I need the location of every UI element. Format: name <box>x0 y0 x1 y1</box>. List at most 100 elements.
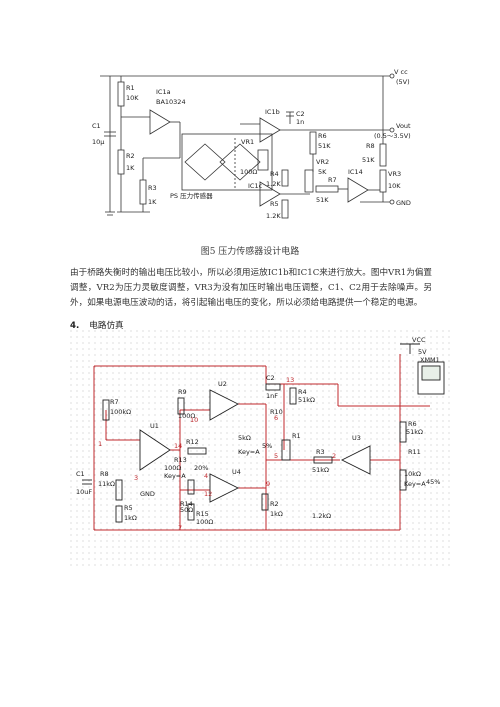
sim-label-c2: C2 <box>266 374 275 382</box>
label-vout: Vout <box>396 122 411 130</box>
node-6: 6 <box>274 414 278 422</box>
label-r4-value: 1.2K <box>266 180 281 188</box>
section-title: 电路仿真 <box>89 321 124 331</box>
sim-label-r1: R1 <box>292 432 301 440</box>
sim-label-5pct: 5% <box>262 442 272 450</box>
node-9: 9 <box>266 480 270 488</box>
sim-label-key-a: Key=A <box>164 472 186 480</box>
label-vr2-value: 5K <box>318 168 327 176</box>
label-gnd: GND <box>396 199 411 207</box>
grid-background <box>70 330 454 566</box>
label-c1: C1 <box>92 122 101 130</box>
sim-label-r3-value: 51kΩ <box>312 466 329 474</box>
sim-label-r7: R7 <box>110 398 119 406</box>
label-vr1-value: 100Ω <box>240 168 257 176</box>
sim-label-vcc: VCC <box>412 336 426 344</box>
label-r3: R3 <box>148 184 157 192</box>
sim-label-r2: R2 <box>270 500 279 508</box>
sim-label-r15: R15 <box>196 510 209 518</box>
node-3: 3 <box>134 474 138 482</box>
sim-label-u2: U2 <box>218 380 227 388</box>
sim-label-r13: R13 <box>174 456 187 464</box>
label-r8-value: 51K <box>362 156 375 164</box>
label-r3-value: 1K <box>148 198 157 206</box>
label-c1-value: 10μ <box>92 138 104 146</box>
sim-label-r6-value: 51kΩ <box>406 428 423 436</box>
label-ic1c: IC1c <box>248 182 263 190</box>
sim-label-r8-value: 11kΩ <box>98 480 115 488</box>
sim-label-r14: R14 <box>180 500 193 508</box>
sim-label-c2-value: 1nF <box>266 392 278 400</box>
sim-label-c1: C1 <box>76 470 85 478</box>
sim-label-r4-value: 51kΩ <box>298 396 315 404</box>
sim-label-r5: R5 <box>124 504 133 512</box>
sim-label-r6: R6 <box>408 420 417 428</box>
node-10: 10 <box>190 416 198 424</box>
sim-label-r3: R3 <box>316 448 325 456</box>
sim-label-r4: R4 <box>298 388 307 396</box>
label-vcc: V cc <box>394 68 408 76</box>
label-r1: R1 <box>126 84 135 92</box>
node-14: 14 <box>174 442 182 450</box>
sim-label-u1: U1 <box>150 422 159 430</box>
pressure-sensor-schematic: V cc (5V) R1 10K IC1a BA10324 C1 10μ R2 … <box>92 68 411 220</box>
sim-label-r2-value: 1kΩ <box>270 510 283 518</box>
sim-label-r9: R9 <box>178 388 187 396</box>
sim-label-key-a-2: Key=A <box>238 448 260 456</box>
section-heading: 4. 电路仿真 <box>70 319 124 331</box>
simulation-schematic: VCC 5V XMM1 R7 100kΩ R8 11kΩ R5 1kΩ C1 1… <box>70 330 454 566</box>
label-r6: R6 <box>318 132 327 140</box>
sim-label-r7-value: 100kΩ <box>110 408 131 416</box>
sim-label-r13-value: 100Ω <box>164 464 181 472</box>
sim-label-r14-value: 50Ω <box>180 506 193 514</box>
node-12: 12 <box>204 490 212 498</box>
sim-label-45pct: 45% <box>426 478 440 486</box>
body-paragraph: 由于桥路失衡时的输出电压比较小，所以必须用运放IC1b和IC1C来进行放大。图中… <box>70 268 432 308</box>
label-r4: R4 <box>270 170 279 178</box>
label-pressure-sensor: PS 压力传感器 <box>170 191 213 200</box>
label-ba10324: BA10324 <box>156 98 186 106</box>
label-r7-value: 51K <box>316 196 329 204</box>
node-5: 5 <box>274 452 278 460</box>
node-7: 7 <box>178 524 182 532</box>
label-vr2: VR2 <box>316 158 329 166</box>
sim-label-20pct: 20% <box>194 464 208 472</box>
sim-label-r1-value: 5kΩ <box>238 434 251 442</box>
label-r5-value: 1.2K <box>266 212 281 220</box>
label-ic14: IC14 <box>348 168 363 176</box>
label-r7: R7 <box>328 176 337 184</box>
sim-label-r5-value: 1kΩ <box>124 514 137 522</box>
sim-label-c1-value: 10uF <box>76 488 92 496</box>
label-vr1: VR1 <box>241 138 254 146</box>
sim-label-r10: R10 <box>270 408 283 416</box>
sim-label-xmm1: XMM1 <box>420 356 440 364</box>
sim-label-1-2k: 1.2kΩ <box>312 512 331 520</box>
label-ic1a: IC1a <box>156 88 171 96</box>
node-1: 1 <box>98 440 102 448</box>
label-r8: R8 <box>366 142 375 150</box>
label-vr3-value: 10K <box>388 182 401 190</box>
label-r2: R2 <box>126 152 135 160</box>
node-2: 2 <box>332 452 336 460</box>
label-vr3: VR3 <box>388 170 401 178</box>
sim-label-5v: 5V <box>418 348 427 356</box>
sim-label-key-a-3: Key=A <box>404 480 426 488</box>
sim-label-r8: R8 <box>100 470 109 478</box>
label-r2-value: 1K <box>126 164 135 172</box>
node-4: 4 <box>204 472 208 480</box>
sim-label-gnd: GND <box>140 490 155 498</box>
label-vcc-value: (5V) <box>396 78 410 86</box>
label-r1-value: 10K <box>126 94 139 102</box>
section-number: 4. <box>70 321 80 331</box>
sim-label-u3: U3 <box>352 434 361 442</box>
sim-label-r15-value: 100Ω <box>196 518 213 526</box>
label-vout-range: (0.5～3.5V) <box>374 132 411 140</box>
sim-label-r11-value: 10kΩ <box>404 470 421 478</box>
label-r6-value: 51K <box>318 142 331 150</box>
sim-label-u4: U4 <box>232 468 241 476</box>
label-c2: C2 <box>296 110 305 118</box>
label-r5: R5 <box>270 200 279 208</box>
sim-label-r11: R11 <box>408 448 421 456</box>
sim-label-r9-value: 100Ω <box>178 412 195 420</box>
